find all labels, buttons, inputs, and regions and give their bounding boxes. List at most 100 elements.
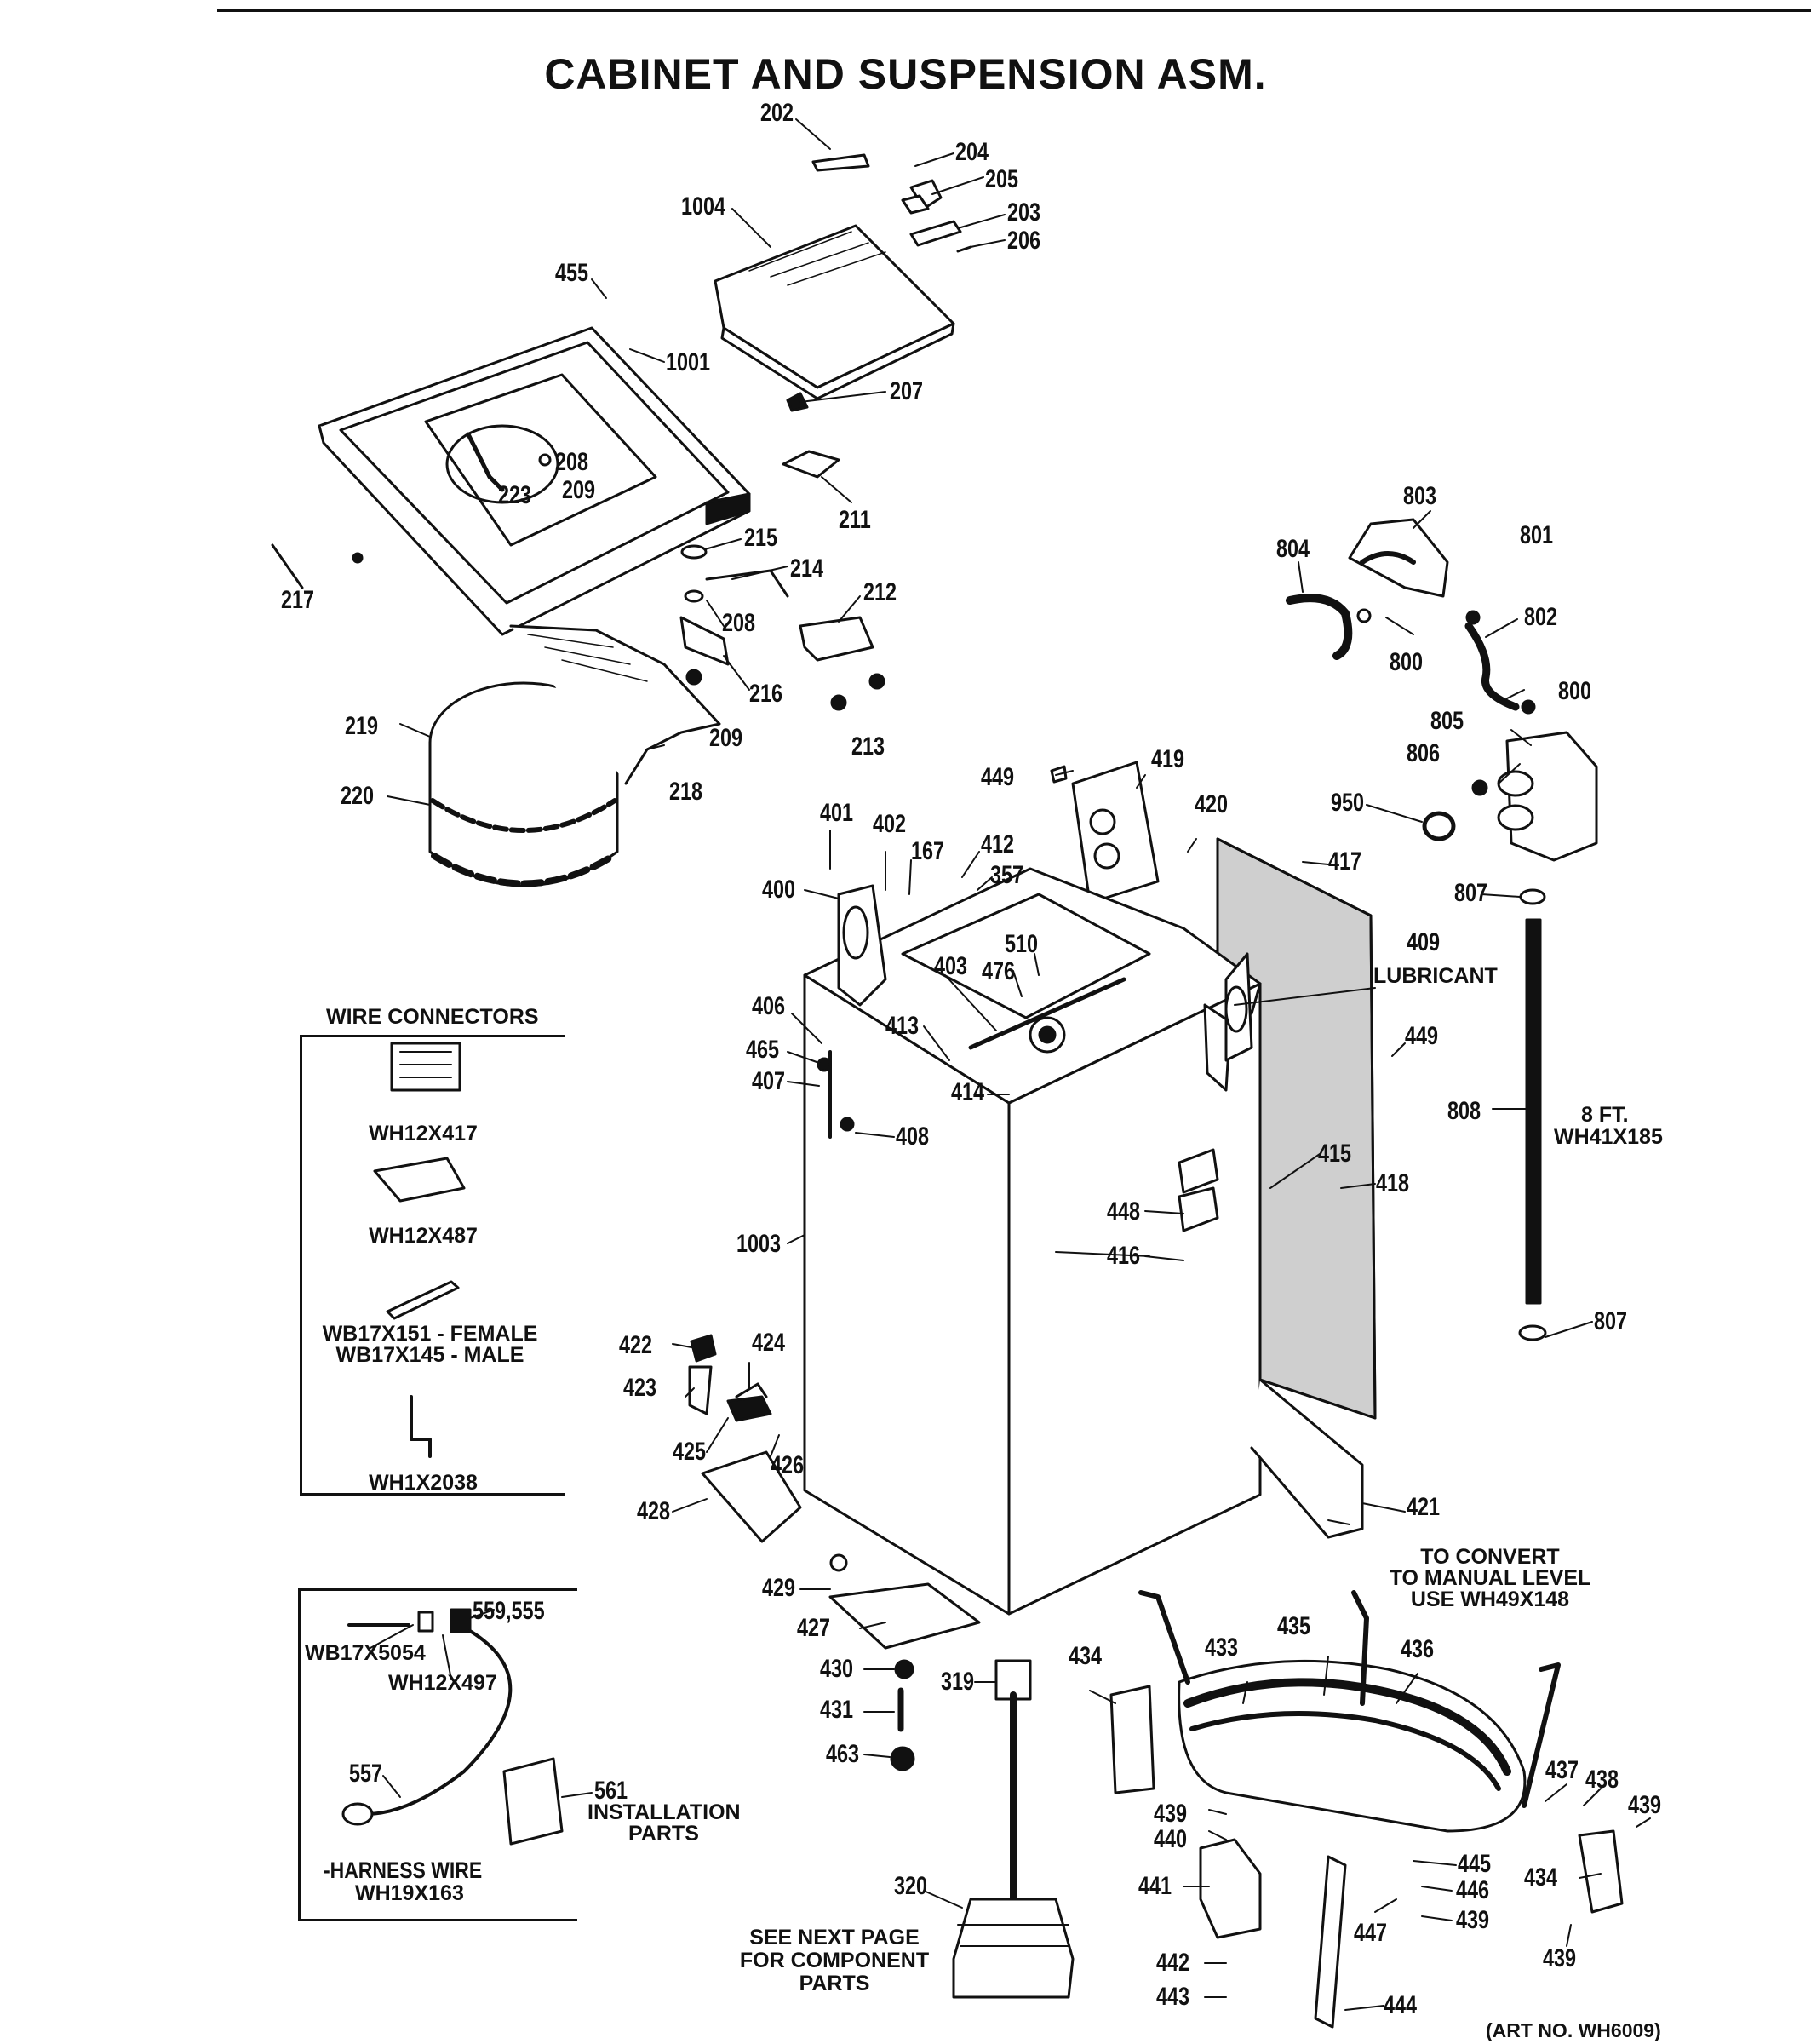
callout-421: 421 [1407, 1493, 1441, 1521]
callout-219: 219 [345, 712, 379, 740]
callout-428: 428 [637, 1497, 671, 1525]
callout-801: 801 [1520, 521, 1554, 549]
harness-icons [341, 1608, 564, 1846]
connector-wb17x151: WB17X151 - FEMALE [322, 1322, 538, 1346]
callout-417: 417 [1328, 847, 1362, 876]
callout-425: 425 [673, 1438, 707, 1466]
junction-box-419 [1050, 761, 1160, 904]
callout-1004: 1004 [681, 192, 726, 221]
callout-434-a: 434 [1069, 1642, 1103, 1670]
callout-950: 950 [1331, 789, 1365, 817]
callout-209-b: 209 [709, 724, 743, 752]
harness-wb17x5054: WB17X5054 [305, 1641, 426, 1665]
callout-806: 806 [1407, 739, 1441, 767]
hose-part-code: WH41X185 [1554, 1125, 1663, 1149]
parts-label: PARTS [628, 1822, 699, 1846]
callout-455: 455 [555, 259, 589, 287]
callout-205: 205 [985, 165, 1019, 193]
callout-463: 463 [826, 1740, 860, 1768]
convert-note-line-3: USE WH49X148 [1410, 1588, 1570, 1611]
callout-804: 804 [1276, 535, 1310, 563]
callout-319: 319 [941, 1668, 975, 1696]
harness-box [298, 1588, 577, 1921]
callout-434-b: 434 [1524, 1863, 1558, 1892]
suspension-frame-433 [1109, 1590, 1624, 2029]
header-rule [217, 9, 1811, 12]
callout-202: 202 [760, 99, 794, 127]
callout-402: 402 [873, 810, 907, 838]
callout-211: 211 [839, 506, 871, 534]
callout-807-a: 807 [1454, 879, 1488, 907]
callout-415: 415 [1318, 1140, 1352, 1168]
callout-426: 426 [771, 1451, 805, 1479]
callout-1001: 1001 [666, 348, 711, 376]
callout-435: 435 [1277, 1612, 1311, 1640]
callout-441: 441 [1138, 1872, 1172, 1900]
callout-412: 412 [981, 830, 1015, 858]
callout-803: 803 [1403, 482, 1437, 510]
callout-439-a: 439 [1628, 1791, 1662, 1819]
callout-444: 444 [1384, 1991, 1418, 2019]
callout-802: 802 [1524, 603, 1558, 631]
next-page-note-line-3: PARTS [799, 1972, 870, 1995]
connector-wh12x487: WH12X487 [369, 1224, 478, 1248]
callout-1003: 1003 [736, 1230, 782, 1258]
wire-connectors-heading: WIRE CONNECTORS [326, 1005, 539, 1029]
callout-409: 409 [1407, 928, 1441, 956]
callout-440: 440 [1154, 1825, 1188, 1853]
callout-559-555: 559,555 [473, 1597, 545, 1625]
installation-label: INSTALLATION [587, 1800, 741, 1824]
callout-557: 557 [349, 1760, 383, 1788]
connector-wh1x2038: WH1X2038 [369, 1471, 478, 1495]
callout-439-c: 439 [1456, 1906, 1490, 1934]
callout-422: 422 [619, 1331, 653, 1359]
callout-437: 437 [1545, 1756, 1579, 1784]
callout-442: 442 [1156, 1949, 1190, 1977]
callout-223: 223 [498, 481, 532, 509]
callout-218: 218 [669, 778, 703, 806]
callout-167: 167 [911, 837, 945, 865]
hose-length-note: 8 FT. [1581, 1103, 1629, 1127]
callout-465: 465 [746, 1036, 780, 1064]
callout-357: 357 [990, 861, 1024, 889]
callout-208-b: 208 [722, 609, 756, 637]
callout-427: 427 [797, 1614, 831, 1642]
callout-406: 406 [752, 992, 786, 1020]
convert-note-line-2: TO MANUAL LEVEL [1389, 1566, 1591, 1590]
callout-439-b: 439 [1154, 1800, 1188, 1828]
callout-805: 805 [1430, 707, 1464, 735]
callout-418: 418 [1376, 1169, 1410, 1197]
callout-400: 400 [762, 876, 796, 904]
callout-416: 416 [1107, 1242, 1141, 1270]
art-number: (ART NO. WH6009) [1486, 2019, 1661, 2041]
callout-419: 419 [1151, 745, 1185, 773]
cabinet-1003 [803, 867, 1364, 1616]
callout-207: 207 [890, 377, 924, 405]
next-page-note-line-2: FOR COMPONENT [739, 1949, 930, 1972]
callout-433: 433 [1205, 1633, 1239, 1662]
callout-206: 206 [1007, 227, 1041, 255]
callout-204: 204 [955, 138, 989, 166]
callout-414: 414 [951, 1078, 985, 1106]
callout-447: 447 [1354, 1919, 1388, 1947]
callout-429: 429 [762, 1574, 796, 1602]
callout-208-a: 208 [555, 448, 589, 476]
callout-215: 215 [744, 524, 778, 552]
callout-445: 445 [1458, 1850, 1492, 1878]
callout-217: 217 [281, 586, 315, 614]
hinge-parts [786, 153, 972, 412]
callout-408: 408 [896, 1122, 930, 1151]
water-valve-assembly [1286, 518, 1598, 1341]
wire-connectors-box [300, 1035, 565, 1496]
callout-446: 446 [1456, 1876, 1490, 1904]
callout-439-d: 439 [1543, 1944, 1577, 1972]
callout-423: 423 [623, 1374, 657, 1402]
leader-lines [370, 118, 1651, 2011]
callout-800-a: 800 [1390, 648, 1424, 676]
callout-449-b: 449 [1405, 1022, 1439, 1050]
callout-561: 561 [594, 1777, 628, 1805]
callout-448: 448 [1107, 1197, 1141, 1226]
diagram-title: CABINET AND SUSPENSION ASM. [544, 50, 1267, 98]
callout-807-b: 807 [1594, 1307, 1628, 1335]
